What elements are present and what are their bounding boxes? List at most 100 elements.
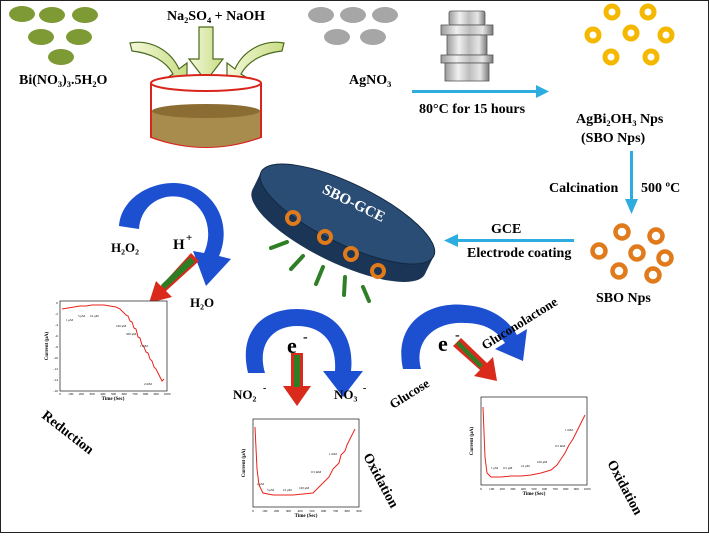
x-tick-label: 500 xyxy=(111,392,117,396)
electrode-sbo-rings xyxy=(285,210,386,279)
gold-particles xyxy=(584,3,675,66)
plot2-xlabel: Time (Sec) xyxy=(295,514,318,519)
y-tick-label: -2 xyxy=(55,312,58,316)
ag-particle xyxy=(360,29,386,45)
plot3-xlabel: Time (Sec) xyxy=(523,492,546,497)
reduction-label: Reduction xyxy=(39,408,97,458)
plot3-frame xyxy=(480,396,588,486)
sbo-ring xyxy=(590,242,608,260)
silver-salt-label: AgNO₃ xyxy=(349,73,391,88)
hydrothermal-label: 80°C for 15 hours xyxy=(419,102,526,117)
electrode-signal-lines xyxy=(269,240,371,303)
red-arrow-glucose-inner xyxy=(456,341,483,368)
curved-arrow-glucose xyxy=(401,304,527,369)
sbo-ring xyxy=(628,244,646,262)
plot2-frame xyxy=(252,418,360,508)
curved-arrow-nitrite xyxy=(245,309,363,397)
plot-annotation: 1 μM xyxy=(66,318,73,322)
sbo-gce-electrode xyxy=(251,163,436,282)
plot-annotation: 1 μM xyxy=(257,482,264,486)
plot-annotation: 100 μM xyxy=(116,324,126,328)
y-tick-label: -6 xyxy=(55,334,58,338)
nitrate-label: NO₃ xyxy=(334,387,358,402)
x-tick-label: 1000 xyxy=(584,487,591,491)
sbo-ring xyxy=(647,227,665,245)
autoclave-icon xyxy=(440,10,494,82)
plot2-ylabel: Current (μA) xyxy=(242,448,247,477)
plot-annotation: 0.5 μM xyxy=(503,466,512,470)
plot-annotation: 10 μM xyxy=(521,464,530,468)
x-tick-label: 800 xyxy=(563,487,569,491)
electrode-ring xyxy=(317,229,333,245)
y-tick-label: -8 xyxy=(55,345,58,349)
x-tick-label: 400 xyxy=(100,392,106,396)
plot-annotation: 500 μM xyxy=(126,332,136,336)
bi-particle xyxy=(66,29,92,45)
plot1-frame xyxy=(59,300,168,392)
x-tick-label: 200 xyxy=(500,487,506,491)
calcination-label: Calcination xyxy=(549,181,618,196)
sbo-np-particle xyxy=(602,48,620,66)
plot-annotation: 1 mM xyxy=(329,452,337,456)
x-tick-label: 1000 xyxy=(164,392,171,396)
x-tick-label: 0 xyxy=(252,509,254,513)
sbo-np-particle xyxy=(603,3,621,21)
plot3-curve xyxy=(482,406,586,478)
electron-1-label: e xyxy=(287,333,297,358)
x-tick-label: 600 xyxy=(542,487,548,491)
plot1-xlabel: Time (Sec) xyxy=(102,397,125,402)
y-tick-label: -12 xyxy=(53,367,58,371)
electrode-ring xyxy=(285,210,301,226)
h2o-label: H₂O xyxy=(190,295,214,310)
electrode-ring xyxy=(343,246,359,262)
x-tick-label: 300 xyxy=(89,392,95,396)
plot-annotation: 2 mM xyxy=(144,382,152,386)
reagent-arrow-center xyxy=(187,26,225,82)
calcination-arrow xyxy=(625,151,638,214)
x-tick-label: 600 xyxy=(321,509,327,513)
electron-1-sup: - xyxy=(303,330,308,345)
ag-particle xyxy=(324,29,350,45)
x-tick-label: 200 xyxy=(274,509,280,513)
x-tick-label: 700 xyxy=(132,392,138,396)
x-tick-label: 200 xyxy=(79,392,85,396)
oxidation-1-label: Oxidation xyxy=(359,451,400,511)
h-plus-label: H xyxy=(173,237,185,253)
gce-label: GCE xyxy=(491,222,521,237)
ag-particle xyxy=(340,7,366,23)
sbo-np-particle xyxy=(584,26,602,44)
x-tick-label: 900 xyxy=(154,392,160,396)
plot1-curve xyxy=(61,304,165,382)
curved-arrow-reduction xyxy=(119,183,231,286)
y-tick-label: -14 xyxy=(53,378,58,382)
x-tick-label: 800 xyxy=(345,509,351,513)
x-tick-label: 900 xyxy=(574,487,580,491)
plot2-curve xyxy=(254,426,356,496)
y-tick-label: -4 xyxy=(55,323,58,327)
plot-annotation: 0.5 mM xyxy=(311,470,321,474)
x-tick-label: 100 xyxy=(489,487,495,491)
oxidation-2-label: Oxidation xyxy=(603,458,644,518)
plot1-yticks: 0-2-4-6-8-10-12-14-16 xyxy=(53,301,58,393)
sbo-ring xyxy=(644,266,662,284)
plot-annotation: 10 μM xyxy=(283,488,292,492)
red-arrow-reduction-inner xyxy=(161,257,195,289)
electrode-coating-label: Electrode coating xyxy=(467,246,571,261)
electrode-coating-arrow xyxy=(444,234,574,247)
x-tick-label: 100 xyxy=(68,392,74,396)
sbo-ring xyxy=(613,223,631,241)
plot-annotation: 0.5 mM xyxy=(555,444,565,448)
sbo-ring xyxy=(610,262,628,280)
x-tick-label: 500 xyxy=(309,509,315,513)
bi-particle xyxy=(48,49,74,65)
product-label-line1: AgBi₂OH₃ Nps xyxy=(576,112,664,127)
x-tick-label: 0 xyxy=(59,392,61,396)
silver-particles xyxy=(308,7,398,45)
bi-particle xyxy=(28,29,54,45)
